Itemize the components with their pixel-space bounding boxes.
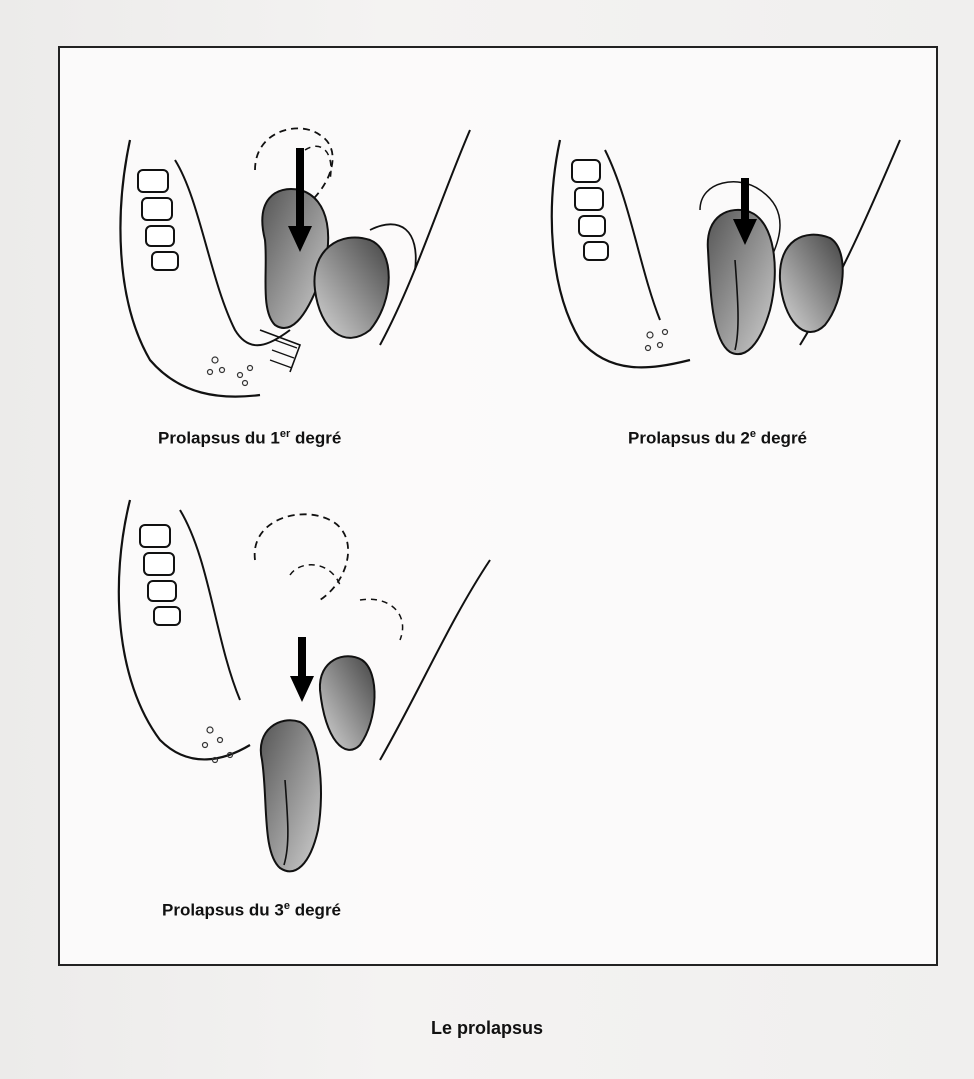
down-arrow-icon: [290, 637, 314, 702]
figure-title: Le prolapsus: [0, 1018, 974, 1039]
caption-first-degree: Prolapsus du 1er degré: [158, 428, 341, 449]
caption-third-degree: Prolapsus du 3e degré: [162, 900, 341, 921]
sacrum: [140, 525, 180, 625]
caption-second-degree: Prolapsus du 2e degré: [628, 428, 807, 449]
